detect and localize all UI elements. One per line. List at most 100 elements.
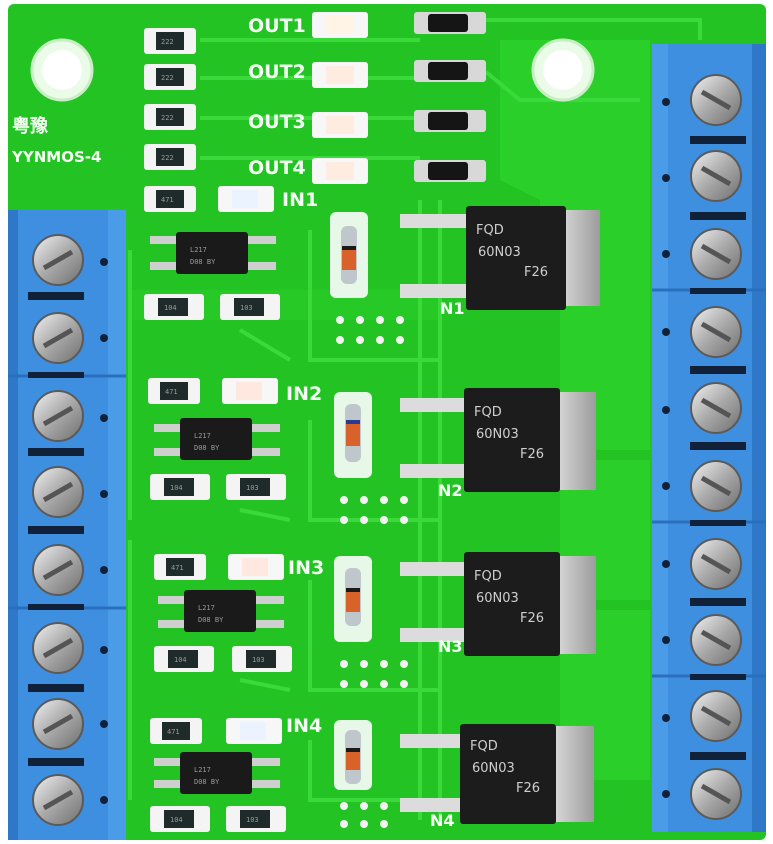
mounting-hole-right xyxy=(531,38,595,102)
zener-diode xyxy=(330,212,368,298)
optocoupler: L217 D08 BY xyxy=(154,418,280,460)
svg-text:60N03: 60N03 xyxy=(472,761,515,776)
svg-text:104: 104 xyxy=(170,484,183,492)
output-led-4 xyxy=(312,158,368,184)
pull-resistor-104: 104 xyxy=(154,646,214,672)
mosfet: FQD 60N03 F26 xyxy=(400,388,596,492)
svg-text:L217: L217 xyxy=(194,766,211,774)
svg-text:103: 103 xyxy=(240,304,253,312)
screw-icon xyxy=(690,538,742,590)
out-label-3: OUT3 xyxy=(248,111,306,133)
screw-icon xyxy=(32,622,84,674)
base-resistor-103: 103 xyxy=(220,294,280,320)
svg-text:F26: F26 xyxy=(516,781,540,796)
model-label: YYNMOS-4 xyxy=(11,148,101,166)
input-led xyxy=(226,718,282,744)
pull-resistor-104: 104 xyxy=(144,294,204,320)
screw-icon xyxy=(32,390,84,442)
input-led xyxy=(222,378,278,404)
svg-text:222: 222 xyxy=(161,114,174,122)
base-resistor-103: 103 xyxy=(232,646,292,672)
in-label-2: IN2 xyxy=(286,383,322,405)
screw-icon xyxy=(690,74,742,126)
channel-4: 471 IN4 L217 D08 BY 104 103 FQD 60N03 F2… xyxy=(150,715,594,832)
led-resistor-471: 471 xyxy=(144,186,196,212)
optocoupler: L217 D08 BY xyxy=(154,752,280,794)
screw-icon xyxy=(690,690,742,742)
channel-1: 471 IN1 L217 D08 BY 104 103 FQD 60N03 F2… xyxy=(144,186,600,344)
svg-text:L217: L217 xyxy=(190,246,207,254)
svg-text:60N03: 60N03 xyxy=(476,427,519,442)
sot-diode-2 xyxy=(414,60,486,82)
svg-text:471: 471 xyxy=(171,564,184,572)
brand-label-cn: 粤豫 xyxy=(12,115,48,137)
output-led-3 xyxy=(312,112,368,138)
mounting-hole-left xyxy=(30,38,94,102)
svg-text:F26: F26 xyxy=(520,611,544,626)
svg-text:FQD: FQD xyxy=(474,569,502,584)
svg-text:104: 104 xyxy=(174,656,187,664)
svg-text:F26: F26 xyxy=(524,265,548,280)
screw-icon xyxy=(690,768,742,820)
svg-text:104: 104 xyxy=(164,304,177,312)
led-resistor-471: 471 xyxy=(150,718,202,744)
screw-icon xyxy=(690,306,742,358)
base-resistor-103: 103 xyxy=(226,474,286,500)
optocoupler: L217 D08 BY xyxy=(158,590,284,632)
mosfet-label: N4 xyxy=(430,811,455,830)
zener-diode xyxy=(334,556,372,642)
svg-text:222: 222 xyxy=(161,154,174,162)
channel-2: 471 IN2 L217 D08 BY 104 103 FQD 60N03 F2… xyxy=(148,378,596,524)
screw-icon xyxy=(32,234,84,286)
pcb-traces xyxy=(128,18,702,820)
screw-icon xyxy=(32,544,84,596)
output-led-2 xyxy=(312,62,368,88)
svg-text:104: 104 xyxy=(170,816,183,824)
channel-3: 471 IN3 L217 D08 BY 104 103 FQD 60N03 F2… xyxy=(154,552,596,688)
pull-resistor-104: 104 xyxy=(150,806,210,832)
out-label-4: OUT4 xyxy=(248,157,306,179)
led-resistor-4: 222 xyxy=(144,144,196,170)
svg-text:103: 103 xyxy=(246,816,259,824)
led-resistor-2: 222 xyxy=(144,64,196,90)
via-array xyxy=(340,496,408,524)
screw-icon xyxy=(690,614,742,666)
input-led xyxy=(228,554,284,580)
svg-text:L217: L217 xyxy=(198,604,215,612)
screw-icon xyxy=(32,774,84,826)
in-label-1: IN1 xyxy=(282,189,318,211)
led-resistor-471: 471 xyxy=(154,554,206,580)
led-resistor-3: 222 xyxy=(144,104,196,130)
screw-icon xyxy=(32,698,84,750)
svg-text:F26: F26 xyxy=(520,447,544,462)
svg-text:471: 471 xyxy=(161,196,174,204)
sot-diode-4 xyxy=(414,160,486,182)
svg-text:D08 BY: D08 BY xyxy=(194,778,220,786)
svg-text:FQD: FQD xyxy=(470,739,498,754)
svg-text:471: 471 xyxy=(165,388,178,396)
led-resistor-471: 471 xyxy=(148,378,200,404)
svg-text:103: 103 xyxy=(246,484,259,492)
mosfet-label: N1 xyxy=(440,299,465,318)
mosfet-label: N3 xyxy=(438,637,463,656)
svg-text:60N03: 60N03 xyxy=(478,245,521,260)
svg-text:D08 BY: D08 BY xyxy=(190,258,216,266)
svg-text:FQD: FQD xyxy=(476,223,504,238)
via-array xyxy=(336,316,404,344)
svg-text:471: 471 xyxy=(167,728,180,736)
mosfet: FQD 60N03 F26 xyxy=(400,552,596,656)
svg-text:103: 103 xyxy=(252,656,265,664)
zener-diode xyxy=(334,720,372,790)
zener-diode xyxy=(334,392,372,478)
out-label-1: OUT1 xyxy=(248,15,306,37)
screw-icon xyxy=(690,228,742,280)
in-label-3: IN3 xyxy=(288,557,324,579)
mosfet-label: N2 xyxy=(438,481,463,500)
via-array xyxy=(340,660,408,688)
copper-pour xyxy=(130,40,650,780)
in-label-4: IN4 xyxy=(286,715,322,737)
sot-diode-3 xyxy=(414,110,486,132)
svg-text:L217: L217 xyxy=(194,432,211,440)
sot-diode-1 xyxy=(414,12,486,34)
